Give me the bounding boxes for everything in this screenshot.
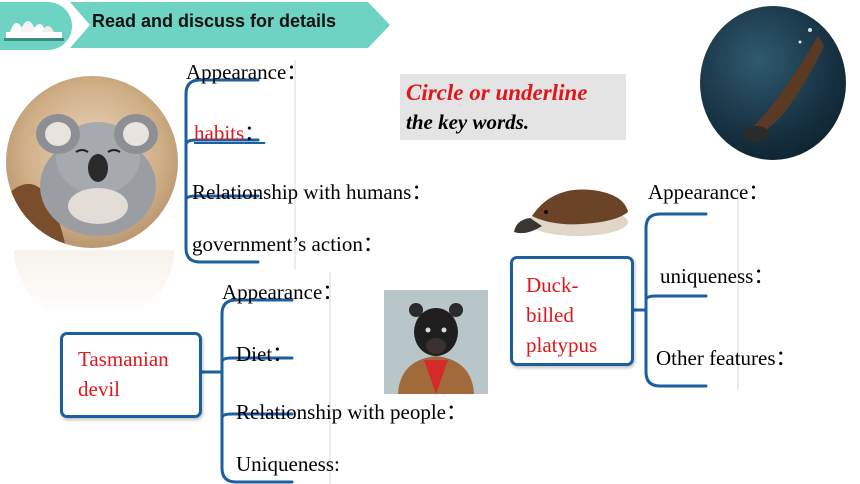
devil-node-line-1: Tasmanian <box>78 347 169 371</box>
logo-badge <box>0 2 72 50</box>
sydney-opera-house-icon <box>4 21 64 41</box>
page-title: Read and discuss for details <box>92 11 337 31</box>
devil-node <box>60 332 202 418</box>
hint-box <box>400 74 626 140</box>
platypus-node-line-1: Duck- <box>526 273 579 297</box>
platypus-photo <box>512 172 636 252</box>
platypus-node-line-2: billed <box>526 303 574 327</box>
platypus-underwater-photo <box>700 6 846 160</box>
devil-uniqueness-label: Uniqueness: <box>236 452 340 476</box>
hint-line-1: Circle or underline <box>406 80 588 105</box>
devil-relationship-label: Relationship with people： <box>236 400 467 424</box>
koala-photo <box>6 76 178 248</box>
koala-government-label: government’s action： <box>192 232 384 256</box>
platypus-other-label: Other features： <box>656 346 797 370</box>
devil-node-line-2: devil <box>78 377 120 401</box>
devil-diet-label: Diet： <box>236 342 294 366</box>
hint-line-2: the key words. <box>406 110 530 134</box>
koala-habits-label: habits： <box>194 121 266 145</box>
title-banner <box>70 2 390 48</box>
platypus-node <box>510 256 634 366</box>
platypus-node-line-3: platypus <box>526 333 598 357</box>
platypus-uniqueness-label: uniqueness： <box>660 264 775 288</box>
platypus-appearance-label: Appearance： <box>648 180 770 204</box>
tasmanian-devil-photo <box>384 290 488 394</box>
devil-appearance-label: Appearance： <box>222 280 344 304</box>
koala-relationship-label: Relationship with humans： <box>192 180 433 204</box>
koala-appearance-label: Appearance： <box>186 60 308 84</box>
